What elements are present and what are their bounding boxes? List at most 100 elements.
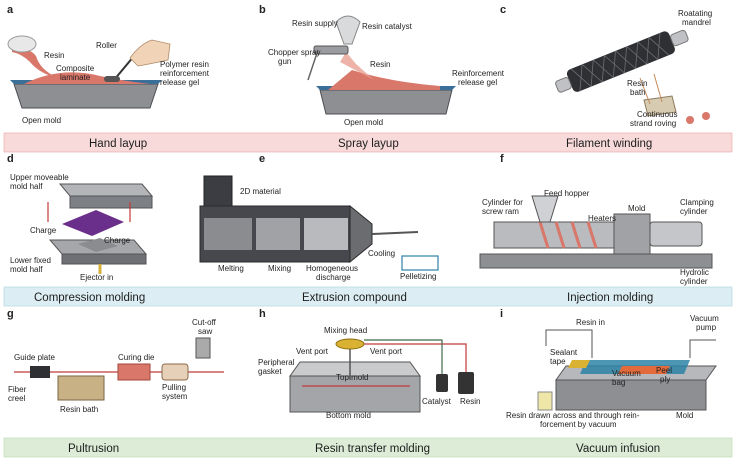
- label-catalyst-h: Catalyst: [422, 397, 452, 406]
- resin-tank-h: [458, 372, 474, 394]
- label-resin-catalyst-b: Resin catalyst: [362, 22, 413, 31]
- label-peripheral-h: Peripheral: [258, 358, 295, 367]
- label-mold-f: Mold: [628, 204, 645, 213]
- mold-f: [613, 213, 651, 255]
- panel-letter-c: c: [500, 4, 506, 16]
- upper-mold-side-d: [69, 195, 153, 209]
- catalyst-line-h: [364, 339, 443, 374]
- catalyst-tank-h: [436, 374, 448, 392]
- mixing-zone-e: [256, 218, 300, 250]
- label-resin-h: Resin: [460, 397, 480, 406]
- label-ply-i: ply: [660, 375, 670, 384]
- label-open-mold-a: Open mold: [22, 116, 61, 125]
- label-creel-g: creel: [8, 394, 26, 403]
- clamp-cylinder-f: [649, 221, 703, 247]
- label-mandrel-c: mandrel: [682, 18, 711, 27]
- panel-f-drawing: Feed hopper Cylinder for screw ram Heate…: [479, 189, 714, 286]
- panel-g-drawing: Cut-off saw Guide plate Fiber creel Curi…: [8, 318, 224, 414]
- curing-die-g: [117, 363, 151, 381]
- resin-in-line-i: [545, 329, 593, 358]
- label-sealant-i: Sealant: [550, 348, 578, 357]
- machine-base-f: [479, 253, 713, 269]
- feed-hopper-e: [203, 175, 233, 207]
- label-2d-material-e: 2D material: [240, 187, 281, 196]
- label-charge-right-d: Charge: [104, 236, 131, 245]
- label-strand-c: strand roving: [630, 119, 676, 128]
- open-mold-b: [319, 89, 453, 115]
- label-resin-bath-g: Resin bath: [60, 405, 98, 414]
- label-curing-die-g: Curing die: [118, 353, 155, 362]
- label-bottom-mold-h: Bottom mold: [326, 411, 371, 420]
- label-release-b: release gel: [458, 78, 497, 87]
- sealant-tape-i: [568, 360, 590, 368]
- label-mixing-head-h: Mixing head: [324, 326, 367, 335]
- label-resin-c: Resin: [627, 79, 647, 88]
- label-pelletizing-e: Pelletizing: [400, 272, 436, 281]
- label-heaters-f: Heaters: [588, 214, 616, 223]
- panel-letter-e: e: [259, 153, 265, 165]
- roving-spool-c: [686, 116, 694, 124]
- pelletizer-e: [401, 255, 439, 271]
- pulling-system-g: [161, 363, 189, 381]
- label-upper-half-d: mold half: [10, 182, 43, 191]
- hand-a: [129, 39, 171, 67]
- label-roatating-c: Roatating: [678, 9, 712, 18]
- caption-a: Hand layup: [89, 138, 147, 150]
- caption-band-row-3: [3, 437, 733, 458]
- spray-cone-b: [340, 52, 374, 80]
- label-mold-i: Mold: [676, 411, 693, 420]
- label-vacuum-i: Vacuum: [690, 314, 719, 323]
- label-forcement-i: forcement by vacuum: [540, 420, 617, 429]
- label-gasket-h: gasket: [258, 367, 282, 376]
- mixing-head-h: [335, 338, 365, 350]
- resin-line-h: [364, 343, 467, 372]
- label-clamping-cylinder-f: cylinder: [680, 207, 708, 216]
- spray-cup-b: [335, 15, 361, 45]
- label-resin-b: Resin: [370, 60, 390, 69]
- caption-c: Filament winding: [566, 138, 652, 150]
- label-chopper-b: Chopper spray: [268, 48, 320, 57]
- panel-letter-g: g: [7, 308, 14, 320]
- label-hydrolic-cylinder-f: cylinder: [680, 277, 708, 286]
- lower-mold-side-d: [61, 253, 147, 265]
- label-resin-a: Resin: [44, 51, 64, 60]
- label-mixing-e: Mixing: [268, 264, 291, 273]
- label-cutoff-g: Cut-off: [192, 318, 217, 327]
- panel-letter-i: i: [500, 308, 503, 320]
- label-peel-i: Peel: [656, 366, 672, 375]
- panel-b-drawing: Resin supply Resin catalyst Chopper spra…: [268, 15, 505, 127]
- label-roller-a: Roller: [96, 41, 117, 50]
- discharge-zone-e: [304, 218, 348, 250]
- open-mold-a: [13, 83, 159, 109]
- caption-e: Extrusion compound: [302, 292, 407, 304]
- mold-cavity-d: [78, 238, 118, 252]
- caption-h: Resin transfer molding: [315, 443, 430, 455]
- panel-h-drawing: Mixing head Vent port Vent port Peripher…: [258, 326, 480, 420]
- label-resin-drawn-i: Resin drawn across and through rein-: [506, 411, 640, 420]
- upper-mold-d: [58, 183, 154, 197]
- panel-a-drawing: Resin Roller Composite laminate Polymer …: [7, 35, 210, 125]
- melting-zone-e: [204, 218, 252, 250]
- panel-letter-d: d: [7, 153, 14, 165]
- resin-bath-g: [57, 375, 105, 401]
- label-homogeneous-e: Homogeneous: [306, 264, 358, 273]
- strand-e: [371, 231, 419, 235]
- resin-bath-c: [643, 95, 677, 117]
- label-charge-left-d: Charge: [30, 226, 57, 235]
- roving-line-c2: [653, 73, 663, 103]
- sprayed-resin-b: [328, 70, 440, 90]
- caption-g: Pultrusion: [68, 443, 119, 455]
- label-vacuum-bag-i: Vacuum: [612, 369, 641, 378]
- label-lower-d: Lower fixed: [10, 256, 51, 265]
- panel-i-drawing: Resin in Vacuum pump Sealant tape Vacuum…: [506, 314, 719, 429]
- panel-e-drawing: 2D material Melting Mixing Homogeneous d…: [199, 175, 439, 282]
- label-top-mold-h: Top mold: [336, 373, 368, 382]
- label-cooling-e: Cooling: [368, 249, 395, 258]
- top-mold-h: [289, 361, 421, 377]
- roller-a: [104, 76, 120, 82]
- label-polymer-a: Polymer resin: [160, 60, 209, 69]
- label-open-mold-b: Open mold: [344, 118, 383, 127]
- panel-d-drawing: Upper moveable mold half Charge Charge L…: [10, 173, 154, 282]
- label-feed-hopper-f: Feed hopper: [544, 189, 590, 198]
